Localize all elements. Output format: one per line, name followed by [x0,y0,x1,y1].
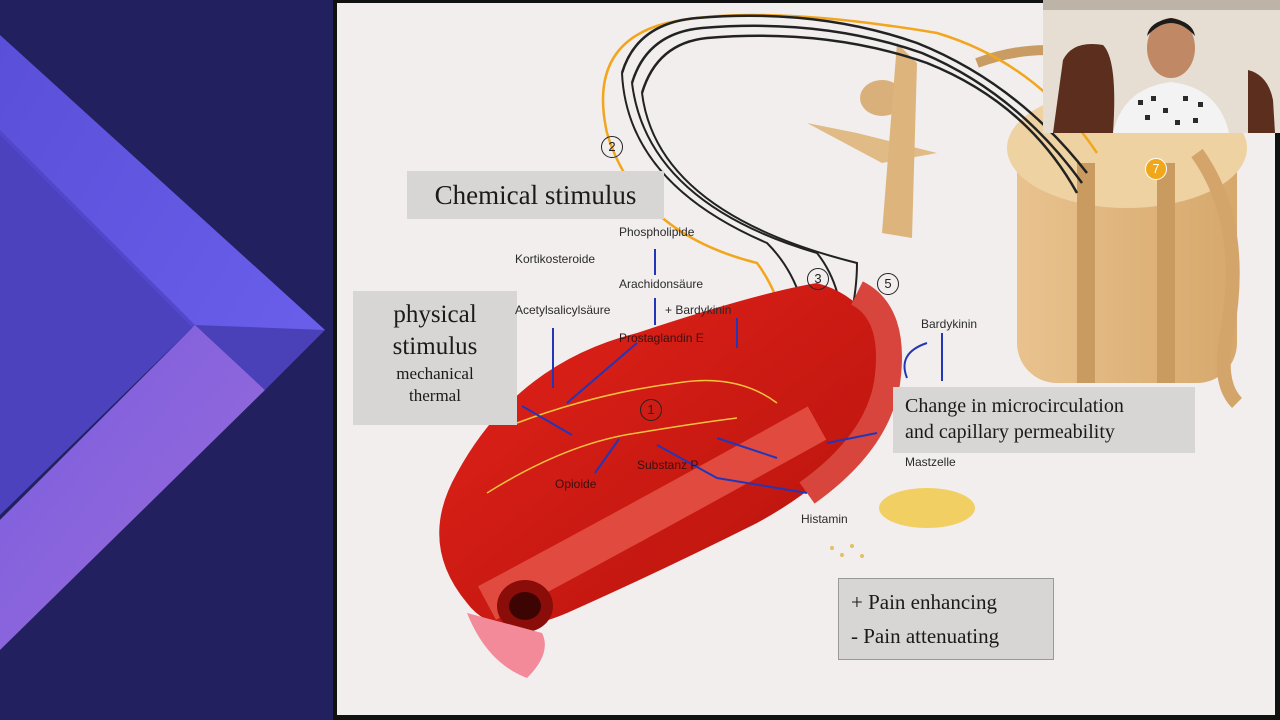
marker-3: 3 [807,268,829,290]
microcirculation-line1: Change in microcirculation [905,395,1124,417]
chemical-stimulus-label: Chemical stimulus [407,171,664,219]
annotation-acetylsalicylsaure: Acetylsalicylsäure [515,303,611,317]
presenter-video-feed [1043,0,1280,133]
annotation-phospholipide: Phospholipide [619,225,695,239]
annotation-kortikosteroide: Kortikosteroide [515,252,596,266]
marker-1: 1 [640,399,662,421]
microcirculation-label: Change in microcirculation and capillary… [893,387,1195,453]
annotation-bardykinin-plus: + Bardykinin [665,303,732,317]
webcam-video-overlay [1043,0,1280,133]
annotation-opioide: Opioide [555,477,597,491]
marker-7: 7 [1145,158,1167,180]
pain-legend: + Pain enhancing - Pain attenuating [838,578,1054,660]
mast-cell [830,488,975,558]
physical-stimulus-title-2: stimulus [392,333,478,360]
annotation-substanz-p: Substanz P [637,458,699,472]
legend-pain-enhancing: + Pain enhancing [851,590,997,614]
annotation-histamin: Histamin [801,512,848,526]
microcirculation-line2: and capillary permeability [905,421,1115,443]
muscle-tissue [439,281,902,678]
physical-stimulus-label: physical stimulus mechanical thermal [353,291,517,425]
annotation-mastzelle: Mastzelle [905,455,956,469]
legend-pain-attenuating: - Pain attenuating [851,624,1000,648]
slide-frame: Chemical stimulus physical stimulus mech… [333,0,1280,720]
annotation-arachidonsaure: Arachidonsäure [619,277,704,291]
annotation-bardykinin: Bardykinin [921,317,978,331]
decorative-chevron-shapes [0,35,325,650]
marker-2: 2 [601,136,623,158]
physical-stimulus-thermal: thermal [409,386,461,405]
presentation-background-left [0,0,333,720]
marker-5: 5 [877,273,899,295]
nociception-illustration [439,13,1271,678]
physical-stimulus-mechanical: mechanical [396,364,474,383]
signaling-arrows [521,249,943,494]
physical-stimulus-title: physical [393,301,477,328]
annotation-prostaglandin: Prostaglandin E [619,331,704,345]
